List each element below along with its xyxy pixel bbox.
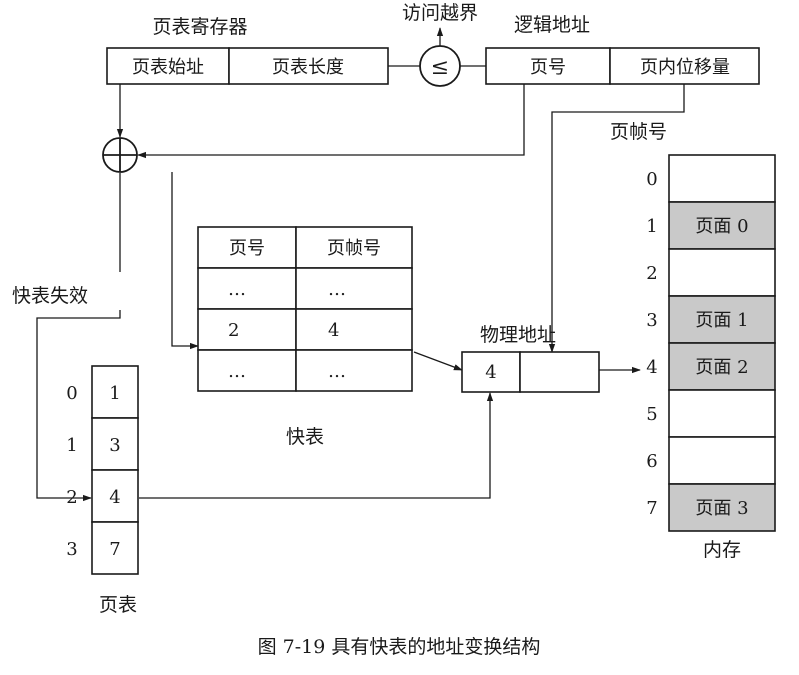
register-length-label: 页表长度 xyxy=(272,57,344,78)
page-table-row xyxy=(91,417,139,471)
memory-frame xyxy=(668,389,776,438)
memory-frame-index: 3 xyxy=(646,310,657,331)
adder xyxy=(102,137,138,173)
memory: 0 页面 0 1 2 页面 1 3 页面 2 4 5 6 页面 3 7 内存 xyxy=(646,154,776,561)
tlb-row-frame-cell xyxy=(295,308,413,351)
memory-frame xyxy=(668,436,776,485)
memory-frame xyxy=(668,154,776,203)
register-title: 页表寄存器 xyxy=(152,16,247,38)
tlb-row-page-cell xyxy=(197,349,297,392)
memory-frame-index: 5 xyxy=(646,404,657,425)
page-table-caption: 页表 xyxy=(99,594,137,616)
logical-offset-label: 页内位移量 xyxy=(640,57,730,78)
compare-unit: ≤ 访问越界 xyxy=(388,2,486,87)
tlb-row-frame-cell xyxy=(295,349,413,392)
register-base-label: 页表始址 xyxy=(132,57,204,78)
memory-frame xyxy=(668,342,776,391)
overflow-label: 访问越界 xyxy=(402,2,478,24)
tlb-row-frame-text: 4 xyxy=(328,320,339,341)
memory-frame-label: 页面 1 xyxy=(695,310,748,331)
tlb-table: 页号 页帧号 … … 2 4 … … 快表 xyxy=(197,226,413,448)
memory-frame xyxy=(668,483,776,532)
tlb-header-frame-text: 页帧号 xyxy=(327,238,381,259)
page-table-frame-value: 1 xyxy=(109,383,120,404)
tlb-row-page-cell xyxy=(197,308,297,351)
page-table-row xyxy=(91,521,139,575)
physical-frame-value: 4 xyxy=(485,362,496,383)
page-table-frame-value: 4 xyxy=(109,487,120,508)
frame-number-label: 页帧号 xyxy=(610,121,667,143)
page-table-row xyxy=(91,365,139,419)
page-table-index: 1 xyxy=(66,435,77,456)
logical-address: 逻辑地址 页号 页内位移量 xyxy=(485,14,760,85)
connectors xyxy=(36,84,685,502)
memory-frame-label: 页面 3 xyxy=(695,498,748,519)
memory-frame-index: 7 xyxy=(646,498,657,519)
physical-offset-cell xyxy=(519,351,600,393)
memory-frame-index: 0 xyxy=(646,169,657,190)
page-table-frame-value: 7 xyxy=(109,539,120,560)
page-table-index: 2 xyxy=(66,487,77,508)
memory-frame-label: 页面 2 xyxy=(695,357,748,378)
tlb-row-page-text: … xyxy=(228,361,246,382)
adder-to-tlb-arrow xyxy=(171,172,199,350)
physical-address-title: 物理地址 xyxy=(480,324,556,346)
register-length-cell xyxy=(228,47,389,85)
memory-frame-index: 2 xyxy=(646,263,657,284)
tlb-row-page-text: … xyxy=(228,279,246,300)
page-table-register: 页表寄存器 页表始址 页表长度 xyxy=(106,16,389,85)
memory-frame xyxy=(668,201,776,250)
tlb-miss-arrow xyxy=(36,310,121,502)
memory-caption: 内存 xyxy=(703,539,741,561)
tlb-row-page-text: 2 xyxy=(228,320,239,341)
page-no-to-adder-arrow xyxy=(137,84,525,159)
page-table-index: 0 xyxy=(66,383,77,404)
offset-to-physical-arrow xyxy=(548,84,685,353)
tlb-miss-label: 快表失效 xyxy=(12,285,88,307)
physical-address: 物理地址 4 xyxy=(461,324,600,393)
tlb-row-frame-cell xyxy=(295,267,413,310)
memory-frame-label: 页面 0 xyxy=(695,216,748,237)
tlb-header-page-text: 页号 xyxy=(229,238,265,259)
memory-frame-index: 4 xyxy=(646,357,657,378)
logical-address-title: 逻辑地址 xyxy=(514,14,590,36)
tlb-to-physical-arrow xyxy=(413,351,463,371)
tlb-row-page-cell xyxy=(197,267,297,310)
page-table: 1 0 3 1 4 2 7 3 页表 xyxy=(66,365,139,616)
logical-page-label: 页号 xyxy=(530,57,566,78)
tlb-row-frame-text: … xyxy=(328,361,346,382)
tlb-row-frame-text: … xyxy=(328,279,346,300)
compare-symbol: ≤ xyxy=(431,55,449,80)
memory-frame-index: 6 xyxy=(646,451,657,472)
register-base-cell xyxy=(106,47,230,85)
memory-frame xyxy=(668,248,776,297)
page-table-index: 3 xyxy=(66,539,77,560)
tlb-caption: 快表 xyxy=(286,426,324,448)
memory-frame-index: 1 xyxy=(646,216,657,237)
page-table-to-physical-arrow xyxy=(139,392,494,499)
figure-caption: 图 7-19 具有快表的地址变换结构 xyxy=(258,636,541,658)
memory-frame xyxy=(668,295,776,344)
page-table-frame-value: 3 xyxy=(109,435,120,456)
